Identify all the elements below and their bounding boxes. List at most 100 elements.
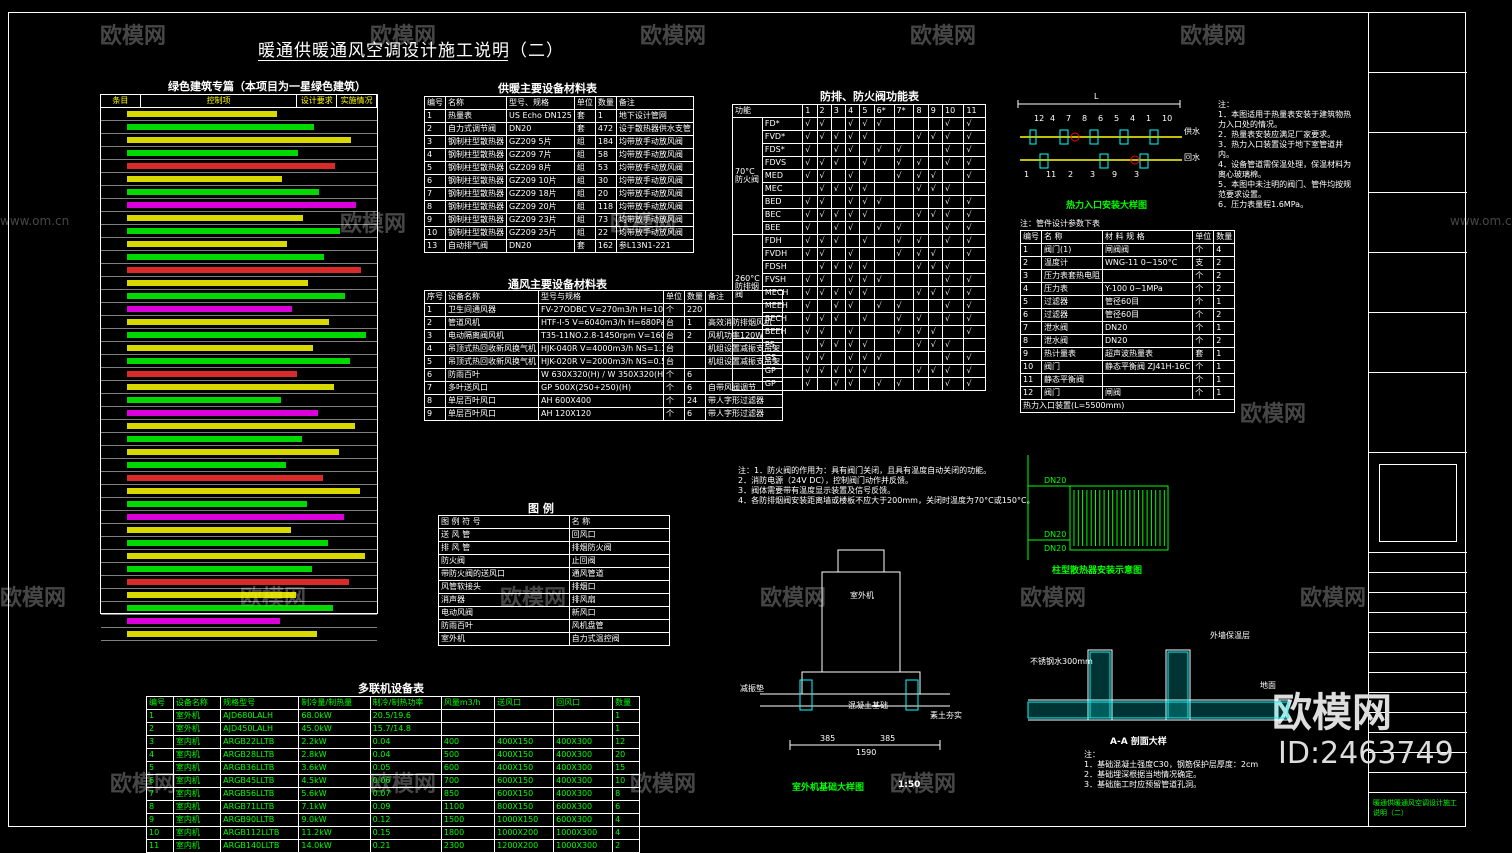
radiator-diagram-heading: 柱型散热器安装示意图: [1052, 566, 1143, 576]
table-cell: 8: [1020, 334, 1042, 348]
table-cell: 1: [1213, 295, 1236, 309]
table-row: FVD*√√√√√√√√√: [733, 130, 986, 144]
title-underline: [258, 60, 508, 61]
legend-heading: 图 例: [528, 502, 554, 515]
table-cell: 室内机: [172, 748, 222, 762]
green-row: [101, 459, 377, 472]
table-cell: 闸阀阀: [1101, 243, 1194, 257]
table-cell: 10: [1020, 360, 1042, 374]
table-cell: ARGB36LLTB: [220, 761, 300, 775]
header-cell: 编号: [146, 696, 174, 710]
green-row: [101, 290, 377, 303]
table-cell: 600X300: [553, 800, 614, 814]
table-cell: 1500: [440, 813, 496, 827]
table-cell: 1200X200: [494, 839, 555, 853]
table-cell: 静态平衡阀 ZJ41H-16C: [1101, 360, 1194, 374]
table-header: 图 例 符 号名 称: [438, 515, 671, 529]
callout-number: 6: [1098, 114, 1104, 123]
table-cell: 1: [1213, 360, 1236, 374]
note-line: 1．基础混凝土强度C30，钢筋保护层厚度：2cm: [1084, 760, 1259, 769]
outdoor-dim: 1590: [856, 748, 877, 757]
table-cell: 2: [1020, 256, 1042, 270]
note-line: 注：: [1218, 100, 1234, 109]
check-cell: √: [941, 377, 965, 391]
table-cell: 12: [1020, 386, 1042, 400]
header-cell: 数量: [612, 696, 640, 710]
green-row: [101, 524, 377, 537]
table-cell: [553, 709, 614, 723]
note-line: 6．压力表量程1.6MPa。: [1218, 200, 1309, 209]
table-cell: Y-100 0~1MPa: [1101, 282, 1194, 296]
drawing-frame: [8, 12, 1466, 827]
table-header: 编号名称型号、规格单位数量备注: [424, 96, 694, 110]
watermark: 欧模网: [1240, 402, 1307, 427]
table-cell: ARGB28LLTB: [220, 748, 300, 762]
key-plan: [1379, 464, 1457, 542]
table-row: 防雨百叶风机盘管: [438, 619, 671, 633]
green-row: [101, 589, 377, 602]
table-cell: 400X300: [553, 761, 614, 775]
table-cell: 室外机: [172, 722, 222, 736]
header-cell: 数量: [1213, 230, 1236, 244]
table-cell: 2: [1213, 334, 1236, 348]
supply-label: 供水: [1184, 127, 1200, 136]
outdoor-label: 混凝土基础: [848, 701, 888, 710]
green-row: [101, 342, 377, 355]
check-cell: √: [963, 195, 986, 209]
table-cell: 600: [440, 761, 496, 775]
green-row: [101, 433, 377, 446]
green-row: [101, 147, 377, 160]
table-row: MED√√√√√√√: [733, 169, 986, 183]
table-cell: 5: [1020, 295, 1042, 309]
legend-table: 图 例 符 号名 称送 风 管回风口排 风 管排烟防火阀防火阀止回阀带防火阀的送…: [438, 515, 671, 646]
green-row: [101, 329, 377, 342]
green-building-heading: 绿色建筑专篇（本项目为一星绿色建筑）: [168, 80, 366, 93]
header-cell: 回风口: [553, 696, 614, 710]
table-cell: 个: [1192, 295, 1215, 309]
table-cell: 参L13N1-221: [615, 239, 694, 253]
radiator-dn-label: DN20: [1044, 544, 1067, 553]
table-cell: 1: [612, 722, 640, 736]
header-cell: 规格型号: [220, 696, 300, 710]
table-cell: 个: [1192, 243, 1215, 257]
green-row: [101, 511, 377, 524]
check-cell: √: [941, 221, 965, 235]
table-cell: DN20: [1101, 334, 1194, 348]
table-cell: ARGB112LLTB: [220, 826, 300, 840]
callout-number: 3: [1090, 170, 1096, 179]
table-cell: 20.5/19.6: [369, 709, 442, 723]
return-label: 回水: [1184, 153, 1200, 162]
header-cell: 制冷量/制热量: [298, 696, 371, 710]
section-label: 地面: [1260, 681, 1276, 690]
table-cell: 自力式温控阀: [568, 632, 671, 646]
table-cell: 2.8kW: [298, 748, 371, 762]
header-cell: 送风口: [494, 696, 555, 710]
table-cell: [440, 709, 496, 723]
table-row: 排 风 管排烟防火阀: [438, 541, 671, 555]
green-row: [101, 264, 377, 277]
green-row: [101, 186, 377, 199]
table-cell: ARGB90LLTB: [220, 813, 300, 827]
table-cell: 11: [146, 839, 174, 853]
header-cell: 材 料 规 格: [1101, 230, 1194, 244]
check-cell: √: [963, 377, 986, 391]
green-row: [101, 108, 377, 121]
table-cell: 闸阀: [1101, 386, 1194, 400]
table-cell: 0.21: [369, 839, 442, 853]
table-cell: 室内机: [172, 839, 222, 853]
callout-number: 2: [1068, 170, 1074, 179]
table-cell: 1100: [440, 800, 496, 814]
table-cell: [553, 722, 614, 736]
table-cell: 1: [1213, 321, 1236, 335]
titleblock-drawing-name: 暖通供暖通风空调设计施工说明（二）: [1373, 799, 1457, 817]
